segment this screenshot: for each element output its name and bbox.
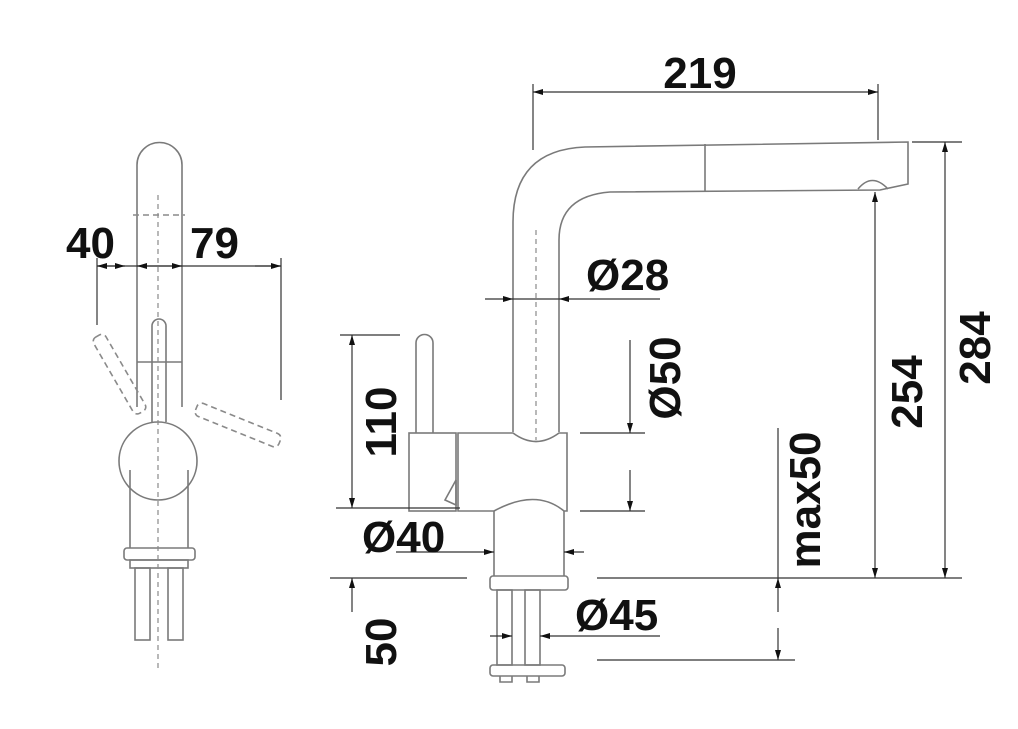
dim-label-d50: Ø50 — [641, 336, 690, 419]
dim-label-284: 284 — [951, 311, 1000, 385]
lever-rod — [415, 333, 434, 433]
dim-label-219: 219 — [663, 49, 736, 98]
connector-pins — [499, 676, 540, 683]
hose-2 — [524, 589, 541, 666]
lever-housing-detail — [443, 479, 457, 507]
spout — [512, 141, 909, 432]
side-hose-1 — [134, 567, 151, 641]
dim-label-40: 40 — [66, 219, 115, 268]
dim-label-110: 110 — [357, 387, 406, 458]
connector-plate — [489, 664, 566, 677]
dim-label-79: 79 — [190, 219, 239, 268]
side-base-ring — [129, 559, 189, 569]
dim-label-d45: Ø45 — [575, 591, 658, 640]
front-view: 219 Ø28 110 Ø50 Ø40 50 Ø45 max — [330, 49, 1000, 683]
dim-label-d28: Ø28 — [586, 251, 669, 300]
dim-label-50: 50 — [357, 618, 406, 667]
lever-left-position — [92, 333, 147, 415]
side-hose-2 — [167, 567, 184, 641]
aerator — [857, 179, 889, 190]
stem — [493, 511, 565, 576]
base-plate — [489, 575, 569, 591]
side-base-plate — [123, 547, 196, 561]
side-lever-rod — [151, 318, 167, 422]
dim-label-d40: Ø40 — [362, 513, 445, 562]
lever-right-position — [194, 402, 282, 448]
side-view: 40 79 — [66, 141, 282, 672]
dim-label-254: 254 — [883, 355, 932, 429]
side-spout — [136, 141, 183, 407]
dim-label-max50: max50 — [781, 431, 830, 568]
faucet-body — [457, 432, 568, 512]
side-body — [129, 470, 189, 548]
lever-housing — [408, 432, 457, 512]
hose-1 — [496, 589, 513, 666]
